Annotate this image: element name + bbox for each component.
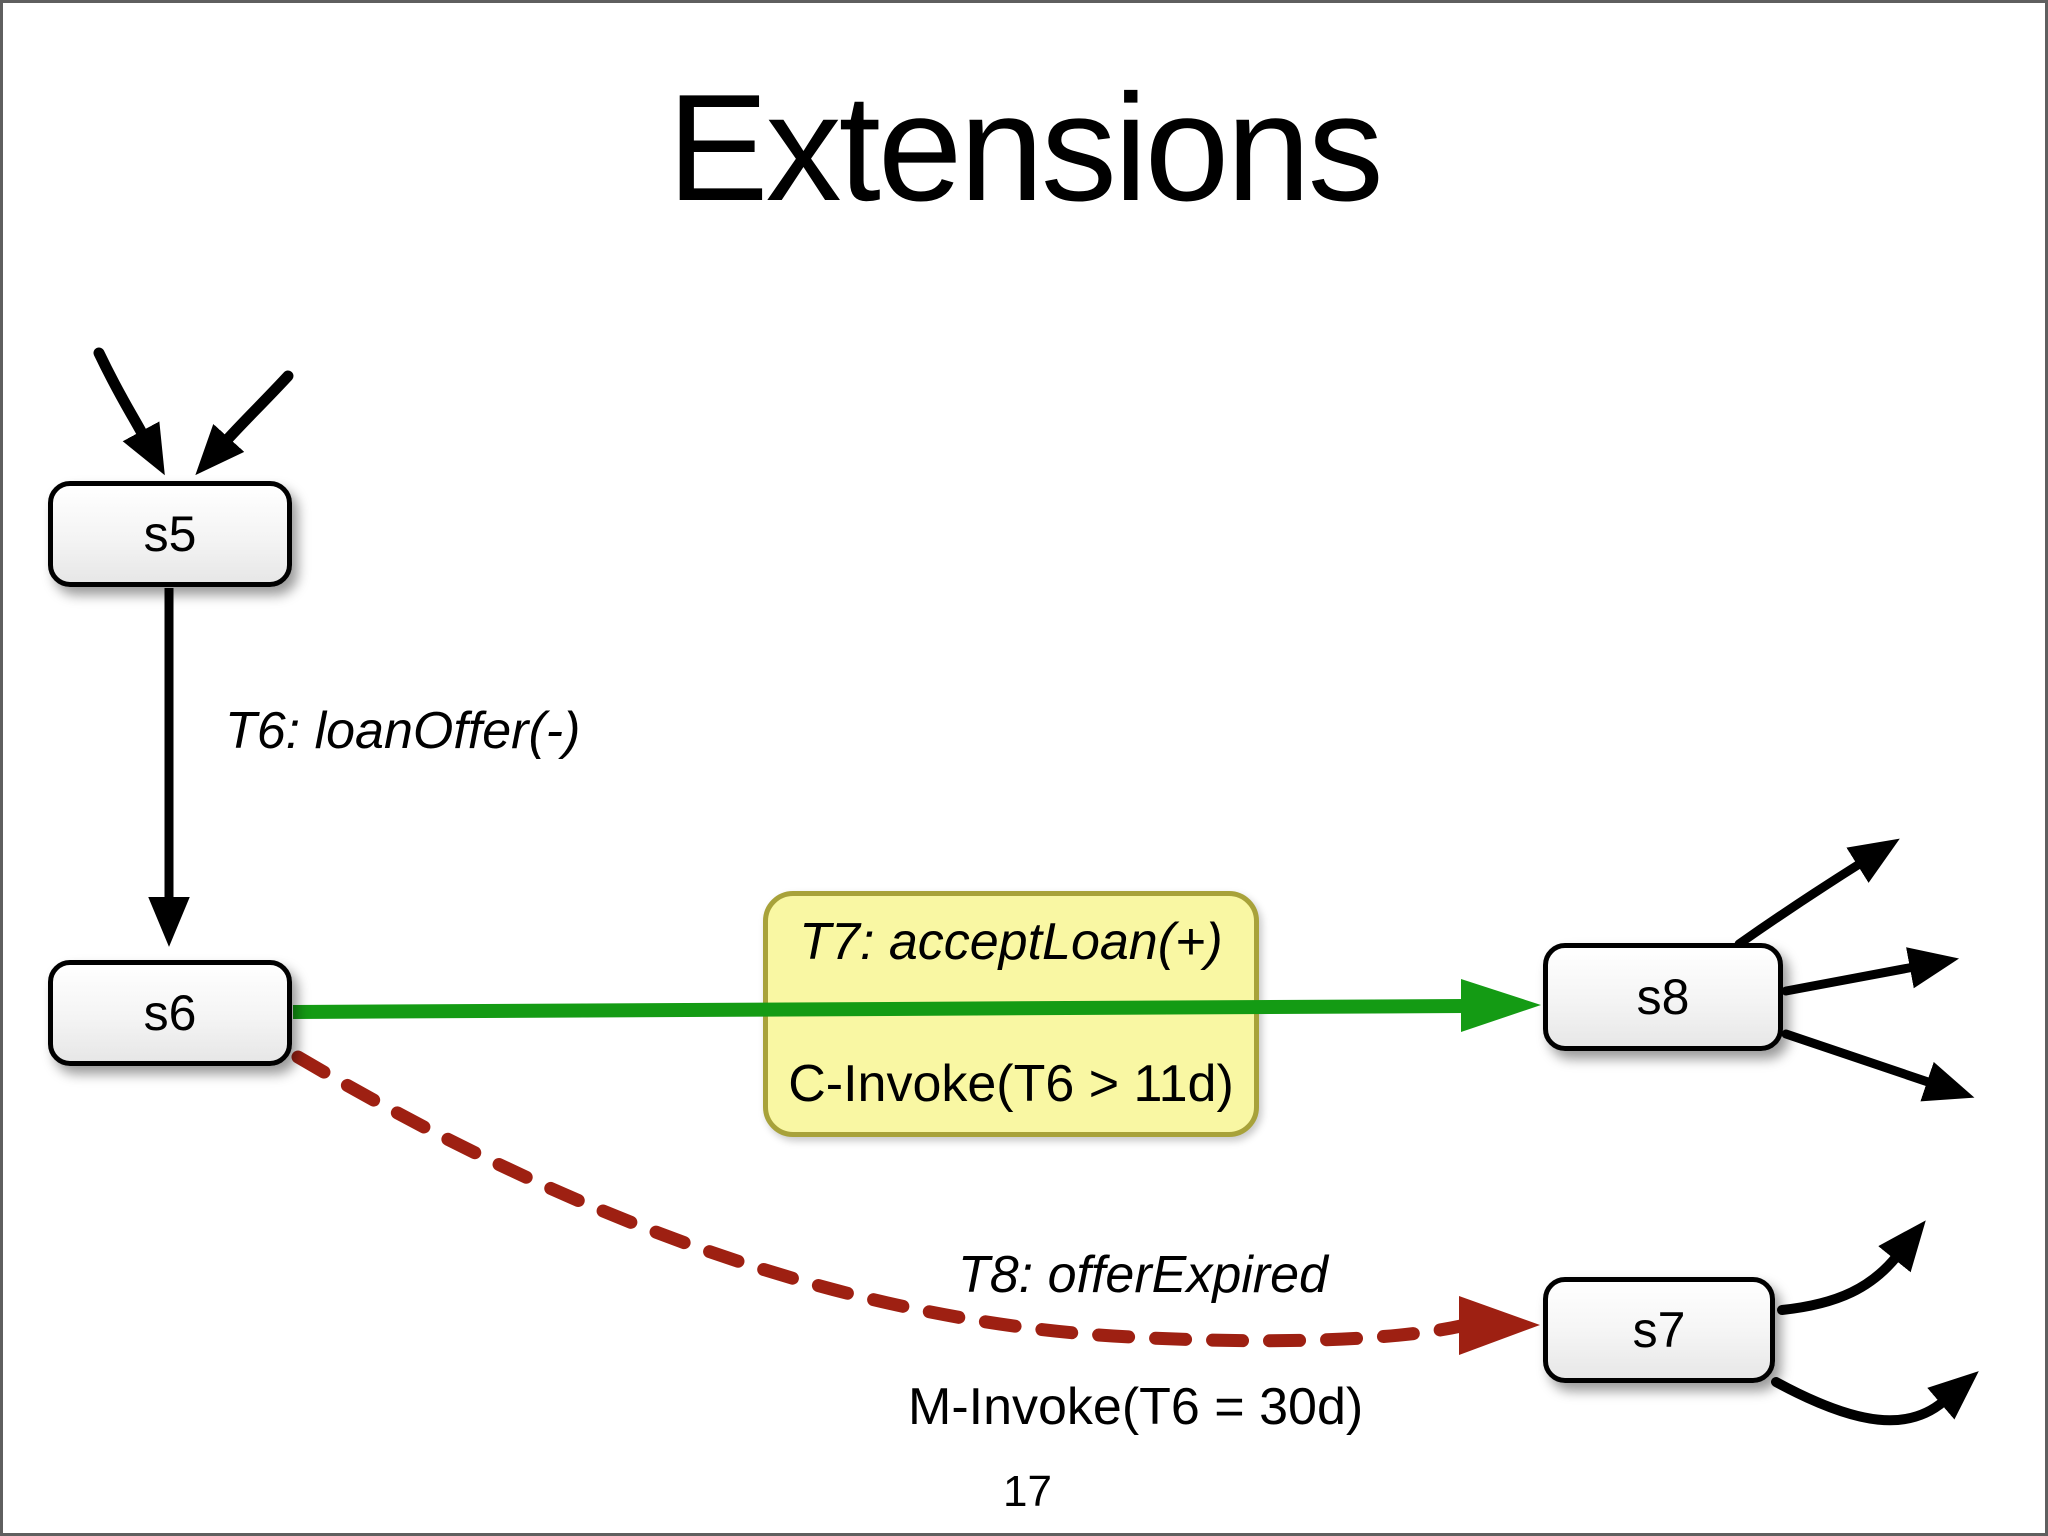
state-s6-label: s6 [143, 985, 197, 1041]
transition-t7-arrow [292, 999, 1466, 1019]
s8-outgoing-arrow-bottom [1781, 1029, 1975, 1102]
state-s8: s8 [1543, 943, 1783, 1051]
transition-t8-arrow [291, 1050, 1468, 1348]
state-s6: s6 [48, 960, 292, 1066]
state-s7-label: s7 [1632, 1302, 1686, 1358]
s8-outgoing-arrow-middle [1781, 947, 1960, 996]
s5-incoming-arrow-left [93, 347, 165, 476]
transition-t7-arrowhead [1461, 979, 1541, 1032]
state-s5-label: s5 [143, 506, 197, 562]
slide-title: Extensions [667, 63, 1384, 233]
s8-outgoing-arrow-top [1734, 838, 1900, 949]
t8-condition-label: M-Invoke(T6 = 30d) [908, 1378, 1364, 1436]
transition-t8-arrowhead [1459, 1296, 1540, 1355]
page-number: 17 [1003, 1467, 1052, 1516]
s7-outgoing-arrow-bottom [1771, 1371, 1979, 1426]
t7-transition-label: T7: acceptLoan(+) [799, 913, 1223, 971]
s5-incoming-arrow-right [195, 370, 294, 476]
diagram-arrows [93, 347, 1979, 1426]
state-s8-label: s8 [1636, 969, 1690, 1025]
s7-outgoing-arrow-top [1777, 1220, 1926, 1315]
state-s5: s5 [48, 481, 292, 587]
t6-transition-label: T6: loanOffer(-) [225, 702, 581, 760]
state-s7: s7 [1543, 1277, 1775, 1383]
t7-condition-label: C-Invoke(T6 > 11d) [788, 1055, 1234, 1113]
t8-transition-label: T8: offerExpired [958, 1246, 1328, 1304]
